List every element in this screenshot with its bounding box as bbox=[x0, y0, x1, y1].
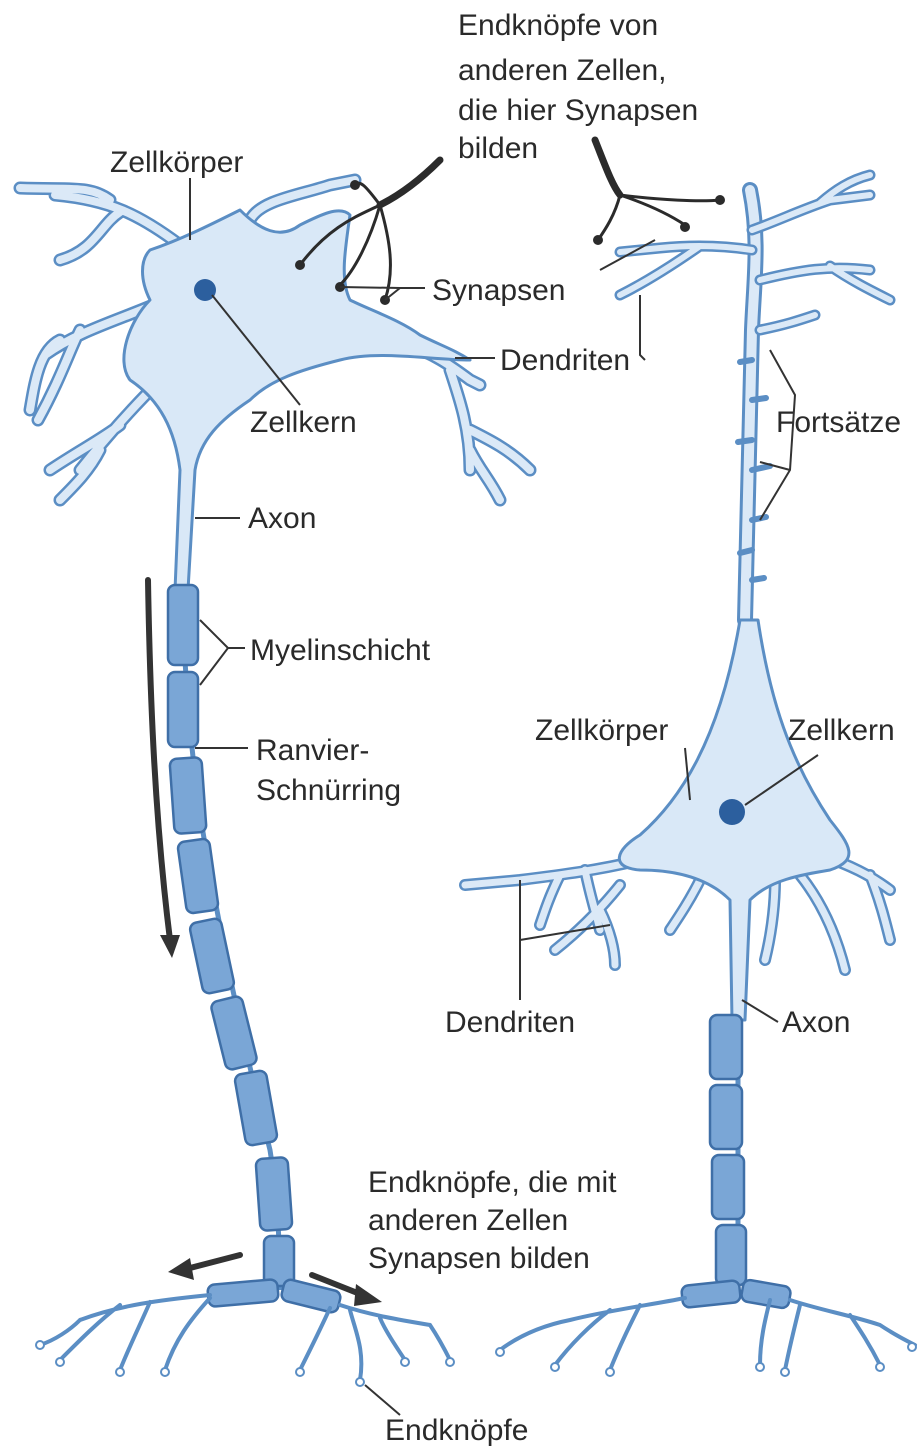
label-endknoepfe-synapsen-line3: Synapsen bilden bbox=[368, 1242, 590, 1275]
myelin-segment bbox=[716, 1225, 746, 1285]
myelin-segment bbox=[710, 1085, 742, 1149]
signal-direction-arrow bbox=[148, 580, 170, 940]
label-axon-right: Axon bbox=[782, 1006, 850, 1039]
label-synapsen: Synapsen bbox=[432, 274, 565, 307]
left-terminals bbox=[36, 1295, 454, 1386]
myelin-segment bbox=[169, 757, 206, 834]
left-neuron bbox=[20, 160, 530, 1386]
right-axon bbox=[681, 1015, 792, 1309]
label-zellkoerper-right: Zellkörper bbox=[535, 714, 668, 747]
label-dendriten-bottom: Dendriten bbox=[445, 1006, 575, 1039]
label-ranvier-line2: Schnürring bbox=[256, 774, 401, 807]
label-endknoepfe-line1: Endknöpfe von bbox=[458, 9, 658, 42]
myelin-segment bbox=[740, 1279, 791, 1309]
label-endknoepfe-synapsen-line1: Endknöpfe, die mit bbox=[368, 1166, 617, 1199]
myelin-segment bbox=[710, 1015, 742, 1079]
myelin-segment bbox=[210, 995, 258, 1071]
right-terminals bbox=[496, 1298, 916, 1376]
myelin-segment bbox=[234, 1070, 278, 1146]
myelin-segment bbox=[256, 1157, 293, 1231]
label-zellkern-left: Zellkern bbox=[250, 406, 357, 439]
label-fortsaetze: Fortsätze bbox=[776, 406, 901, 439]
label-endknoepfe-line2: anderen Zellen, bbox=[458, 54, 666, 87]
label-endknoepfe-line3: die hier Synapsen bbox=[458, 94, 698, 127]
label-endknoepfe-synapsen-line2: anderen Zellen bbox=[368, 1204, 568, 1237]
signal-arrow-left bbox=[190, 1255, 240, 1268]
left-nucleus bbox=[194, 279, 216, 301]
myelin-segment bbox=[681, 1280, 741, 1308]
label-endknoepfe-line4: bilden bbox=[458, 132, 538, 165]
myelin-segment bbox=[712, 1155, 744, 1219]
myelin-segment bbox=[168, 672, 198, 747]
label-ranvier-line1: Ranvier- bbox=[256, 734, 369, 767]
myelin-segment bbox=[177, 838, 219, 914]
right-apical-dendrite bbox=[620, 175, 890, 620]
myelin-segment bbox=[207, 1279, 279, 1307]
label-zellkoerper-left: Zellkörper bbox=[110, 146, 243, 179]
label-axon-left: Axon bbox=[248, 502, 316, 535]
myelin-segment bbox=[189, 917, 235, 994]
incoming-synapses-right bbox=[593, 140, 725, 245]
label-endknoepfe-bottom: Endknöpfe bbox=[385, 1414, 528, 1447]
label-dendriten-top: Dendriten bbox=[500, 344, 630, 377]
label-myelinschicht: Myelinschicht bbox=[250, 634, 431, 667]
right-nucleus bbox=[719, 799, 745, 825]
myelin-segment bbox=[168, 585, 198, 665]
label-zellkern-right: Zellkern bbox=[788, 714, 895, 747]
left-axon bbox=[168, 585, 342, 1314]
